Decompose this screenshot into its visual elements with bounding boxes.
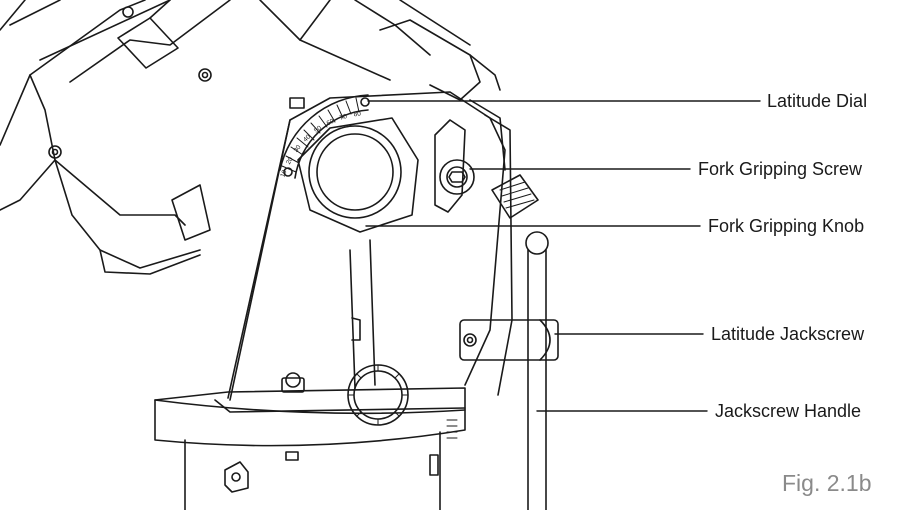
dial-tick-label: 70: [339, 113, 348, 122]
dial-tick-label: 20: [285, 156, 295, 166]
dial-tick-label: 30: [293, 144, 303, 154]
latitude-dial-scale: [279, 94, 370, 179]
dial-tick-label: 40: [302, 133, 312, 143]
label-fork-gripping-knob: Fork Gripping Knob: [708, 216, 865, 236]
dial-tick-label: 80: [353, 110, 362, 118]
fork-gripping-knob-drawing: [297, 117, 419, 233]
optical-tube: [0, 0, 501, 275]
leader-lines: [365, 100, 761, 412]
label-jackscrew-handle: Jackscrew Handle: [715, 401, 862, 421]
dial-tick-label: 50: [313, 125, 323, 135]
dial-tick-label: 10: [279, 169, 288, 179]
figure-caption: Fig. 2.1b: [782, 470, 872, 496]
fork-arm: [227, 91, 513, 401]
label-fork-gripping-screw: Fork Gripping Screw: [698, 159, 863, 179]
fork-gripping-screw-drawing: [439, 159, 475, 195]
label-latitude-dial: Latitude Dial: [767, 91, 868, 111]
latitude-knob-drawing: [347, 364, 409, 426]
jackscrew-handle-drawing: [525, 231, 549, 510]
label-latitude-jackscrew: Latitude Jackscrew: [711, 324, 865, 344]
mount-base: [154, 372, 466, 510]
latitude-jackscrew-drawing: [459, 174, 559, 361]
dial-tick-label: 60: [326, 118, 336, 128]
